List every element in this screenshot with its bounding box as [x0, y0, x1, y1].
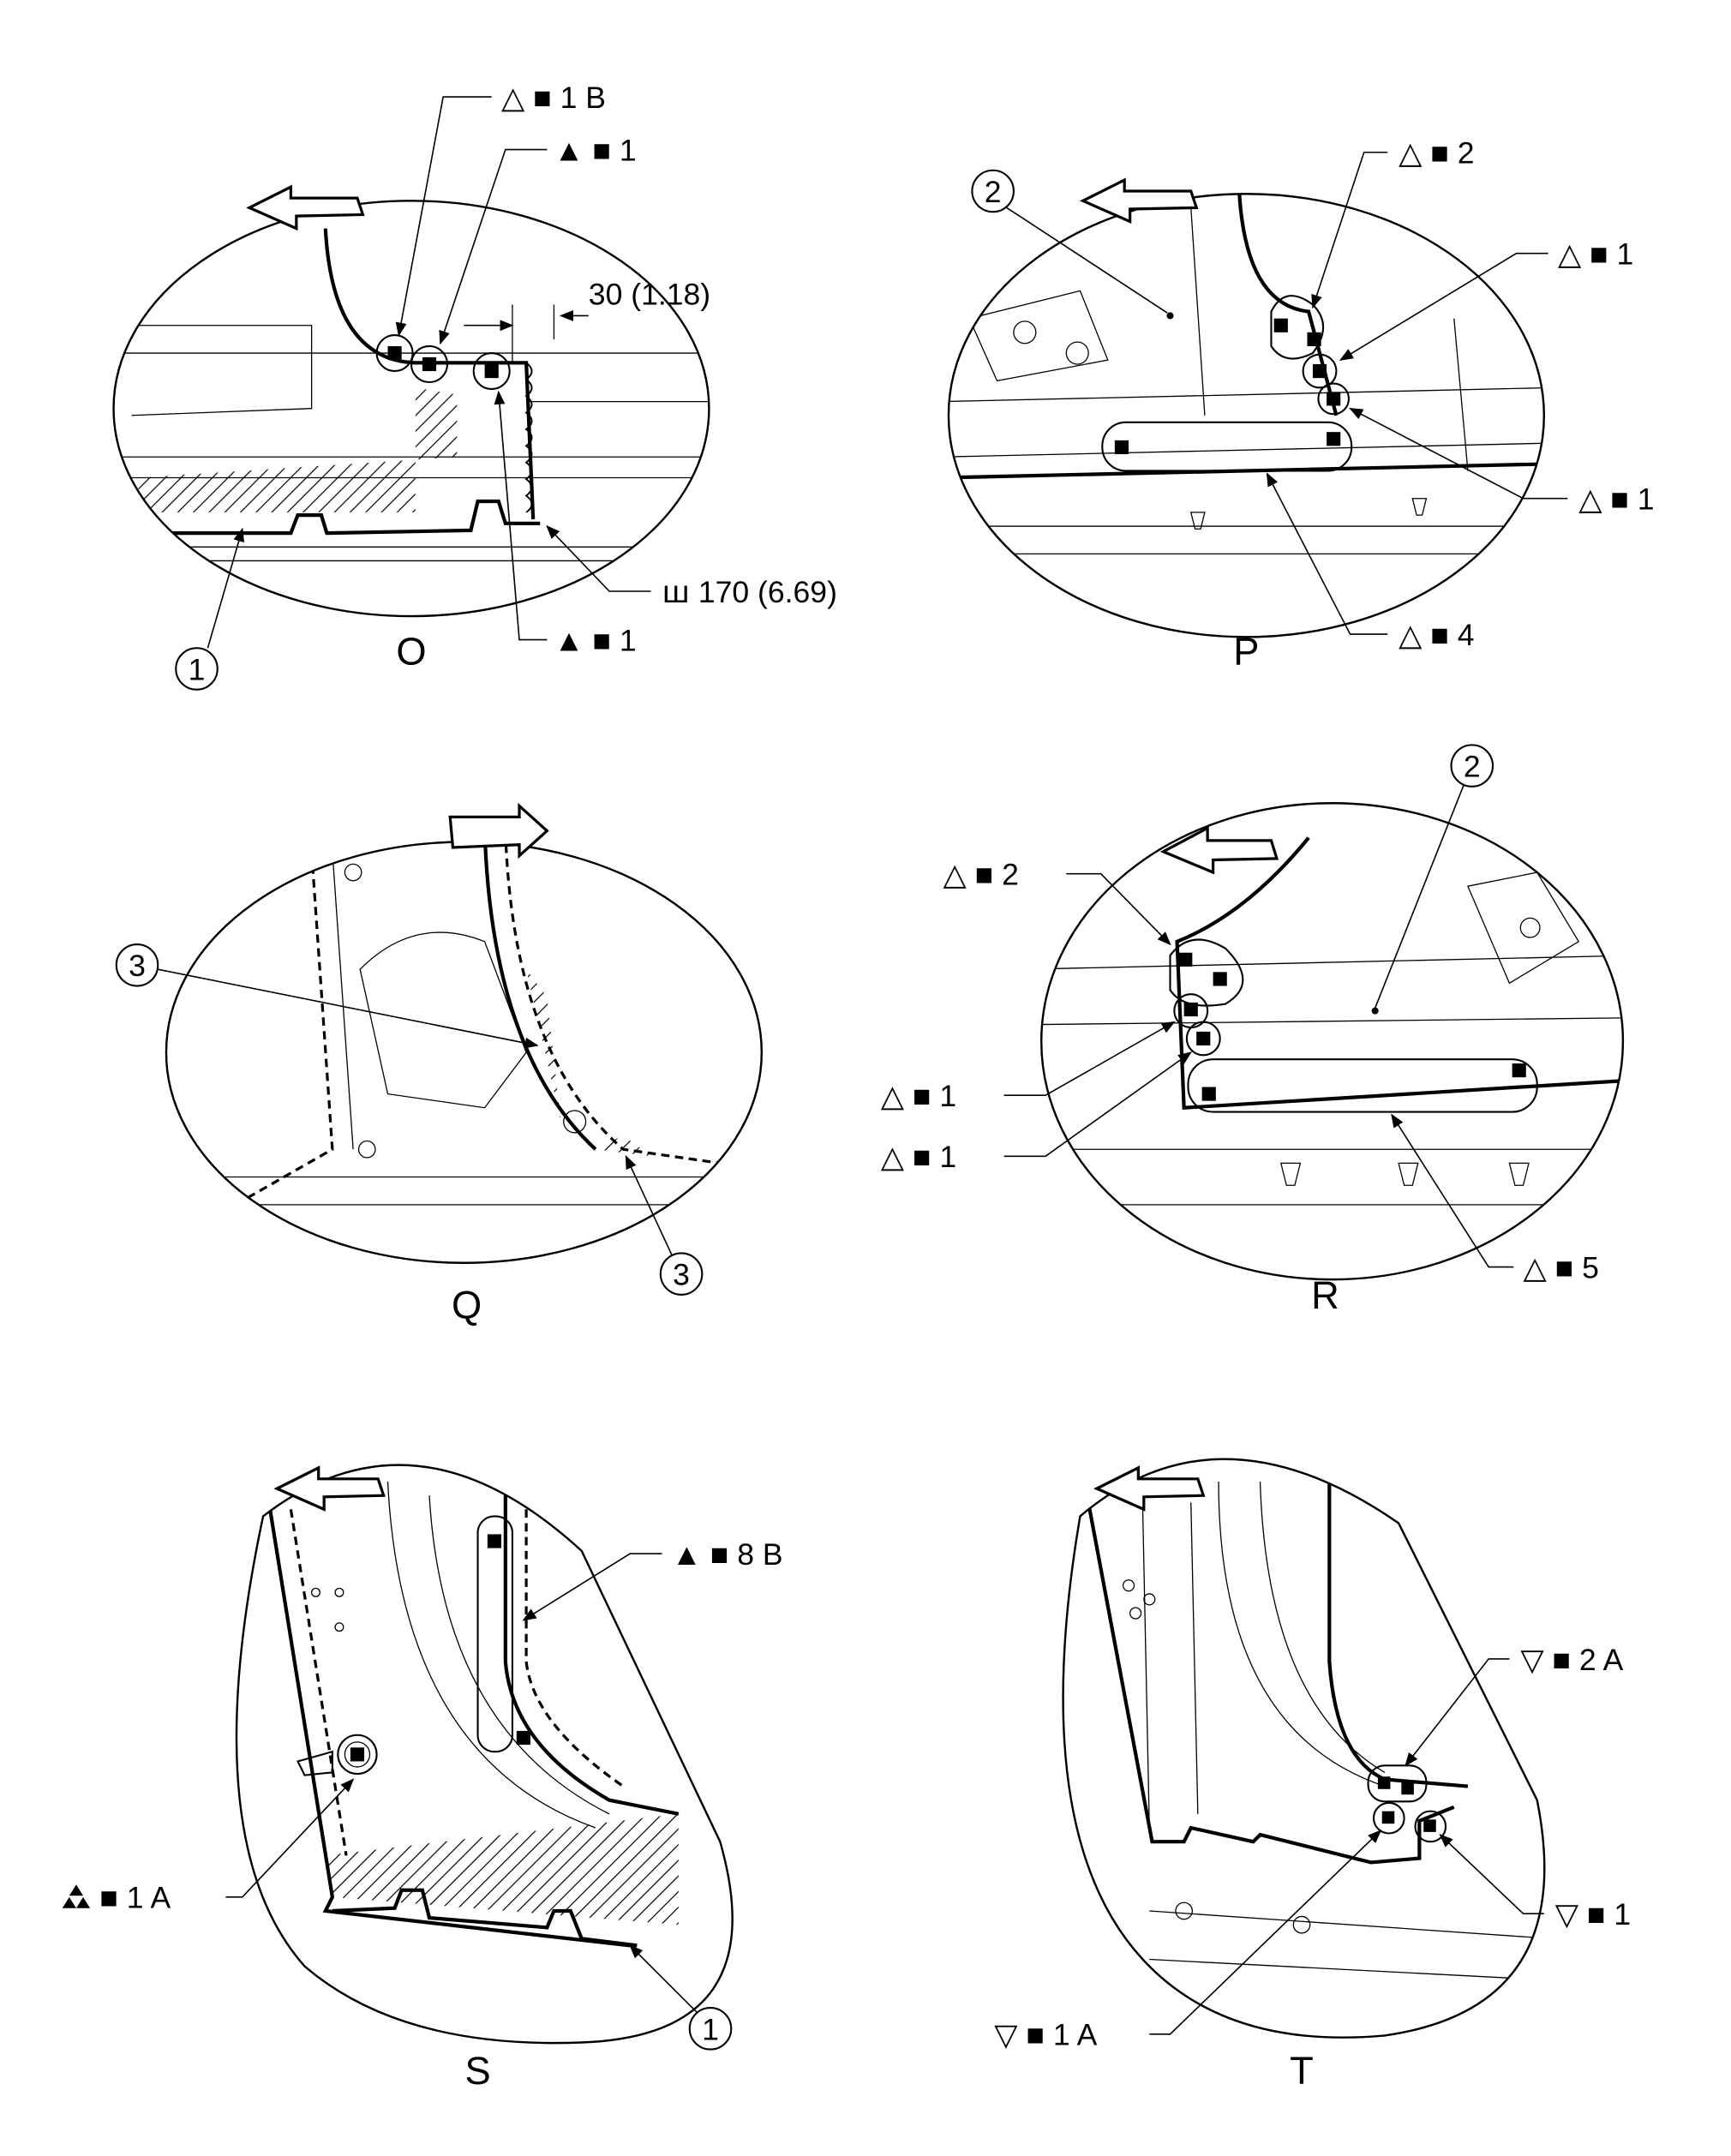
- part-number-2: 2: [1464, 750, 1481, 784]
- callout-p-2: △ ■ 1: [1558, 237, 1633, 272]
- callout-r-4: △ ■ 5: [1524, 1251, 1599, 1285]
- part-number-3: 3: [673, 1258, 690, 1292]
- callout-t-3: ▽ ■ 1 A: [994, 2018, 1097, 2052]
- panel-letter: Q: [452, 1283, 482, 1327]
- part-number-1: 1: [702, 2012, 719, 2046]
- triple-triangle-icon: [62, 1884, 91, 1908]
- callout-r-1: △ ■ 2: [943, 858, 1018, 892]
- panel-r: 2 △ ■ 2 △ ■ 1 △ ■ 1 △ ■ 5 R: [881, 744, 1625, 1317]
- direction-arrow-icon: [1159, 825, 1279, 875]
- callout-o-3: ▲ ■ 1: [554, 623, 636, 657]
- panel-letter: R: [1311, 1273, 1339, 1317]
- panel-letter: S: [464, 2049, 490, 2093]
- callout-r-2: △ ■ 1: [881, 1079, 956, 1113]
- panel-letter: T: [1290, 2049, 1314, 2093]
- direction-arrow-icon: [246, 184, 365, 231]
- callout-s-2: ■ 1 A: [62, 1881, 171, 1915]
- panel-o: △ ■ 1 B ▲ ■ 1 30 (1.18) ꟺ 170 (6.69) ▲ ■…: [112, 81, 837, 691]
- weld-bead-icon: ꟺ: [662, 575, 690, 609]
- callout-t-1: ▽ ■ 2 A: [1520, 1643, 1623, 1677]
- callout-o-1: △ ■ 1 B: [501, 81, 606, 115]
- panel-s: 1 ▲ ■ 8 B ■ 1 A S: [62, 1464, 783, 2093]
- direction-arrow-icon: [1093, 1465, 1206, 1512]
- part-number-2: 2: [985, 175, 1002, 209]
- callout-p-4: △ ■ 4: [1399, 618, 1474, 652]
- callout-t-2: ▽ ■ 1: [1555, 1897, 1631, 1931]
- callout-r-3: △ ■ 1: [881, 1140, 956, 1174]
- panel-p: 2 △ ■ 2 △ ■ 1 △ ■ 1 △ ■ 4 P: [947, 136, 1655, 674]
- panel-q: 3 3 Q: [115, 802, 764, 1327]
- panel-letter: P: [1233, 630, 1259, 674]
- svg-text:■ 1 A: ■ 1 A: [99, 1881, 171, 1915]
- callout-p-1: △ ■ 2: [1399, 136, 1474, 171]
- dimension-label: 30 (1.18): [589, 278, 710, 312]
- direction-arrow-icon: [448, 802, 549, 859]
- callout-s-1: ▲ ■ 8 B: [672, 1537, 783, 1572]
- callout-p-3: △ ■ 1: [1578, 482, 1654, 517]
- part-number-1: 1: [189, 652, 206, 686]
- callout-o-2: ▲ ■ 1: [554, 133, 636, 167]
- direction-arrow-icon: [1079, 177, 1199, 225]
- panel-t: ▽ ■ 2 A ▽ ■ 1 ▽ ■ 1 A T: [994, 1458, 1631, 2093]
- detail-outline: [112, 200, 710, 618]
- direction-arrow-icon: [273, 1465, 386, 1512]
- weld-length-label: ꟺ 170 (6.69): [662, 575, 836, 609]
- part-number-3: 3: [129, 949, 146, 983]
- panel-letter: O: [396, 630, 426, 674]
